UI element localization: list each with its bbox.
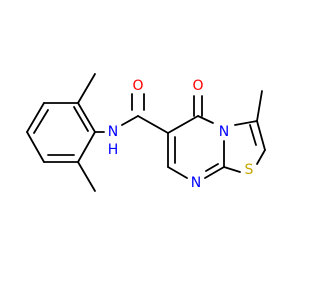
bond bbox=[205, 163, 219, 172]
bond bbox=[26, 102, 45, 133]
bond bbox=[223, 166, 241, 173]
bond bbox=[121, 115, 139, 126]
bond bbox=[77, 102, 96, 133]
atom-n-amide-label: N bbox=[108, 124, 118, 140]
bond bbox=[256, 149, 266, 165]
bond bbox=[167, 166, 188, 179]
bond bbox=[33, 109, 49, 134]
bond bbox=[26, 131, 45, 163]
bond bbox=[197, 115, 214, 124]
bond bbox=[137, 115, 169, 134]
atom-n-amide-hydrogen: H bbox=[108, 142, 119, 158]
atom-o-ring-ketone-label: O bbox=[192, 78, 203, 94]
bond-lines bbox=[26, 73, 266, 192]
bond bbox=[73, 106, 89, 132]
atom-n-ring-label: N bbox=[191, 175, 201, 191]
bond bbox=[77, 73, 96, 104]
molecule-structure-diagram: N H O O N N S bbox=[26, 73, 266, 192]
bond bbox=[204, 166, 225, 179]
atom-o-carbonyl-amide-label: O bbox=[132, 78, 143, 94]
bond bbox=[77, 131, 96, 163]
bond bbox=[167, 115, 199, 134]
atom-labels: N H O O N N S bbox=[108, 78, 254, 191]
bond bbox=[77, 161, 96, 192]
bond bbox=[249, 124, 257, 146]
atom-n-amide-symbol: N bbox=[108, 124, 118, 140]
bond bbox=[256, 120, 266, 151]
atom-n-bridgehead-label: N bbox=[219, 124, 229, 140]
atom-s-thiazole-label: S bbox=[245, 162, 254, 178]
bond bbox=[256, 90, 263, 122]
atom-n-amide-hydrogen-label: H bbox=[108, 142, 119, 158]
bond bbox=[234, 120, 258, 126]
